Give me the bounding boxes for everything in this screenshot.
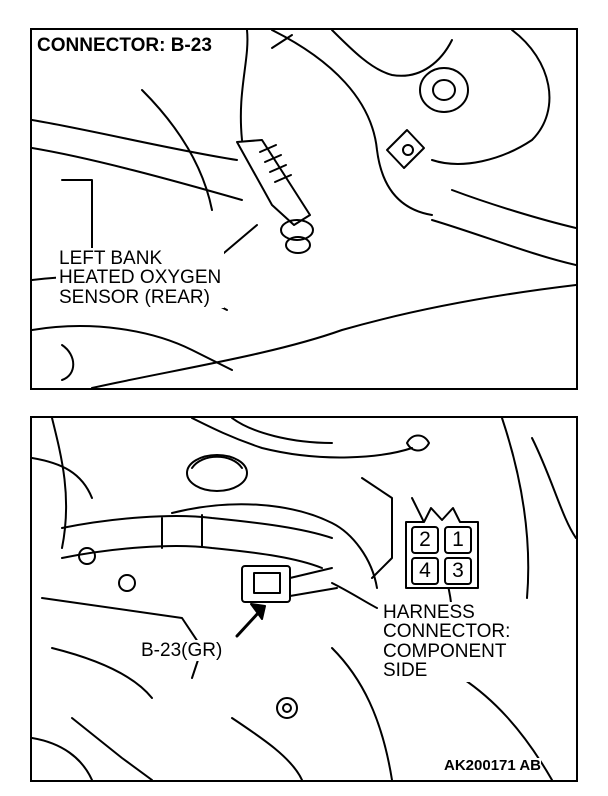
pin-4: 4: [411, 557, 439, 585]
figure-code: AK200171 AB: [444, 757, 541, 774]
harness-connector-pin-diagram: 2 1 4 3: [404, 504, 480, 590]
pin-2: 2: [411, 526, 439, 554]
harness-label-line-3: COMPONENT: [383, 640, 507, 662]
bottom-panel: 2 1 4 3 B-23(GR) HARNESS CONNECTOR: COMP…: [30, 416, 578, 782]
connector-title: CONNECTOR: B-23: [34, 36, 215, 55]
harness-connector-label: HARNESS CONNECTOR: COMPONENT SIDE: [380, 602, 514, 682]
sensor-label-line-2: HEATED OXYGEN: [59, 267, 222, 289]
harness-label-line-4: SIDE: [383, 660, 428, 682]
harness-label-line-2: CONNECTOR:: [383, 621, 511, 643]
pin-1: 1: [444, 526, 472, 554]
sensor-label: LEFT BANK HEATED OXYGEN SENSOR (REAR): [56, 248, 225, 309]
sensor-label-line-1: LEFT BANK: [59, 248, 163, 269]
sensor-label-line-3: SENSOR (REAR): [59, 286, 210, 308]
connector-callout: B-23(GR): [138, 640, 226, 662]
top-panel: CONNECTOR: B-23 LEFT BANK HEATED OXYGEN …: [30, 28, 578, 390]
harness-label-line-1: HARNESS: [383, 602, 475, 623]
engine-bay-illustration: [32, 418, 576, 780]
pin-3: 3: [444, 557, 472, 585]
sensor-illustration: [32, 30, 576, 388]
